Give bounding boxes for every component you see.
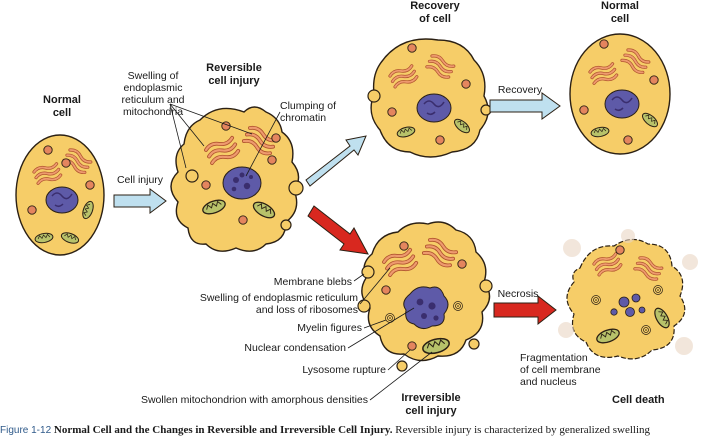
- label-recovery-of-cell: Recovery of cell: [410, 0, 460, 25]
- recovery-arrow: [489, 92, 561, 120]
- label-necrosis: Necrosis: [497, 288, 539, 300]
- to-irreversible-arrow: [307, 205, 369, 255]
- label-recovery: Recovery: [497, 84, 543, 96]
- dead-cell: [558, 229, 698, 360]
- figure-caption: Figure 1-12 Normal Cell and the Changes …: [0, 424, 708, 436]
- label-swollen-mito: Swollen mitochondrion with amorphous den…: [140, 394, 368, 406]
- label-membrane-blebs: Membrane blebs: [273, 276, 352, 288]
- label-normal-cell-right: Normal cell: [601, 0, 639, 25]
- label-lysosome-rupture: Lysosome rupture: [302, 364, 386, 376]
- recovery-cell: [367, 38, 492, 158]
- normal-cell-left: [15, 134, 105, 256]
- label-normal-cell: Normal cell: [43, 94, 81, 119]
- label-myelin-figures: Myelin figures: [297, 322, 362, 334]
- reversible-leaders: [169, 103, 281, 177]
- irreversible-leaders: [347, 267, 433, 401]
- label-reversible-injury: Reversible cell injury: [206, 62, 262, 87]
- label-swelling-er-ribosomes: Swelling of endoplasmic reticulum and lo…: [199, 292, 358, 316]
- label-clumping-chromatin: Clumping of chromatin: [280, 100, 337, 124]
- label-cell-injury: Cell injury: [116, 174, 164, 186]
- label-nuclear-condensation: Nuclear condensation: [244, 342, 346, 354]
- label-fragmentation: Fragmentation of cell membrane and nucle…: [520, 352, 601, 388]
- label-swelling-er-mito: Swelling of endoplasmic reticulum and mi…: [121, 70, 185, 118]
- necrosis-arrow: [493, 294, 557, 326]
- to-recovery-arrow: [305, 135, 367, 187]
- figure-text: Reversible injury is characterized by ge…: [395, 424, 651, 436]
- label-cell-death: Cell death: [612, 394, 665, 406]
- irreversible-cell: [357, 221, 493, 372]
- figure-title: Normal Cell and the Changes in Reversibl…: [53, 424, 393, 436]
- cell-injury-arrow: [113, 188, 167, 214]
- figure-number: Figure 1-12: [0, 425, 52, 436]
- label-irreversible-injury: Irreversible cell injury: [401, 392, 461, 417]
- normal-cell-right: [569, 33, 671, 155]
- reversible-cell: [170, 106, 304, 252]
